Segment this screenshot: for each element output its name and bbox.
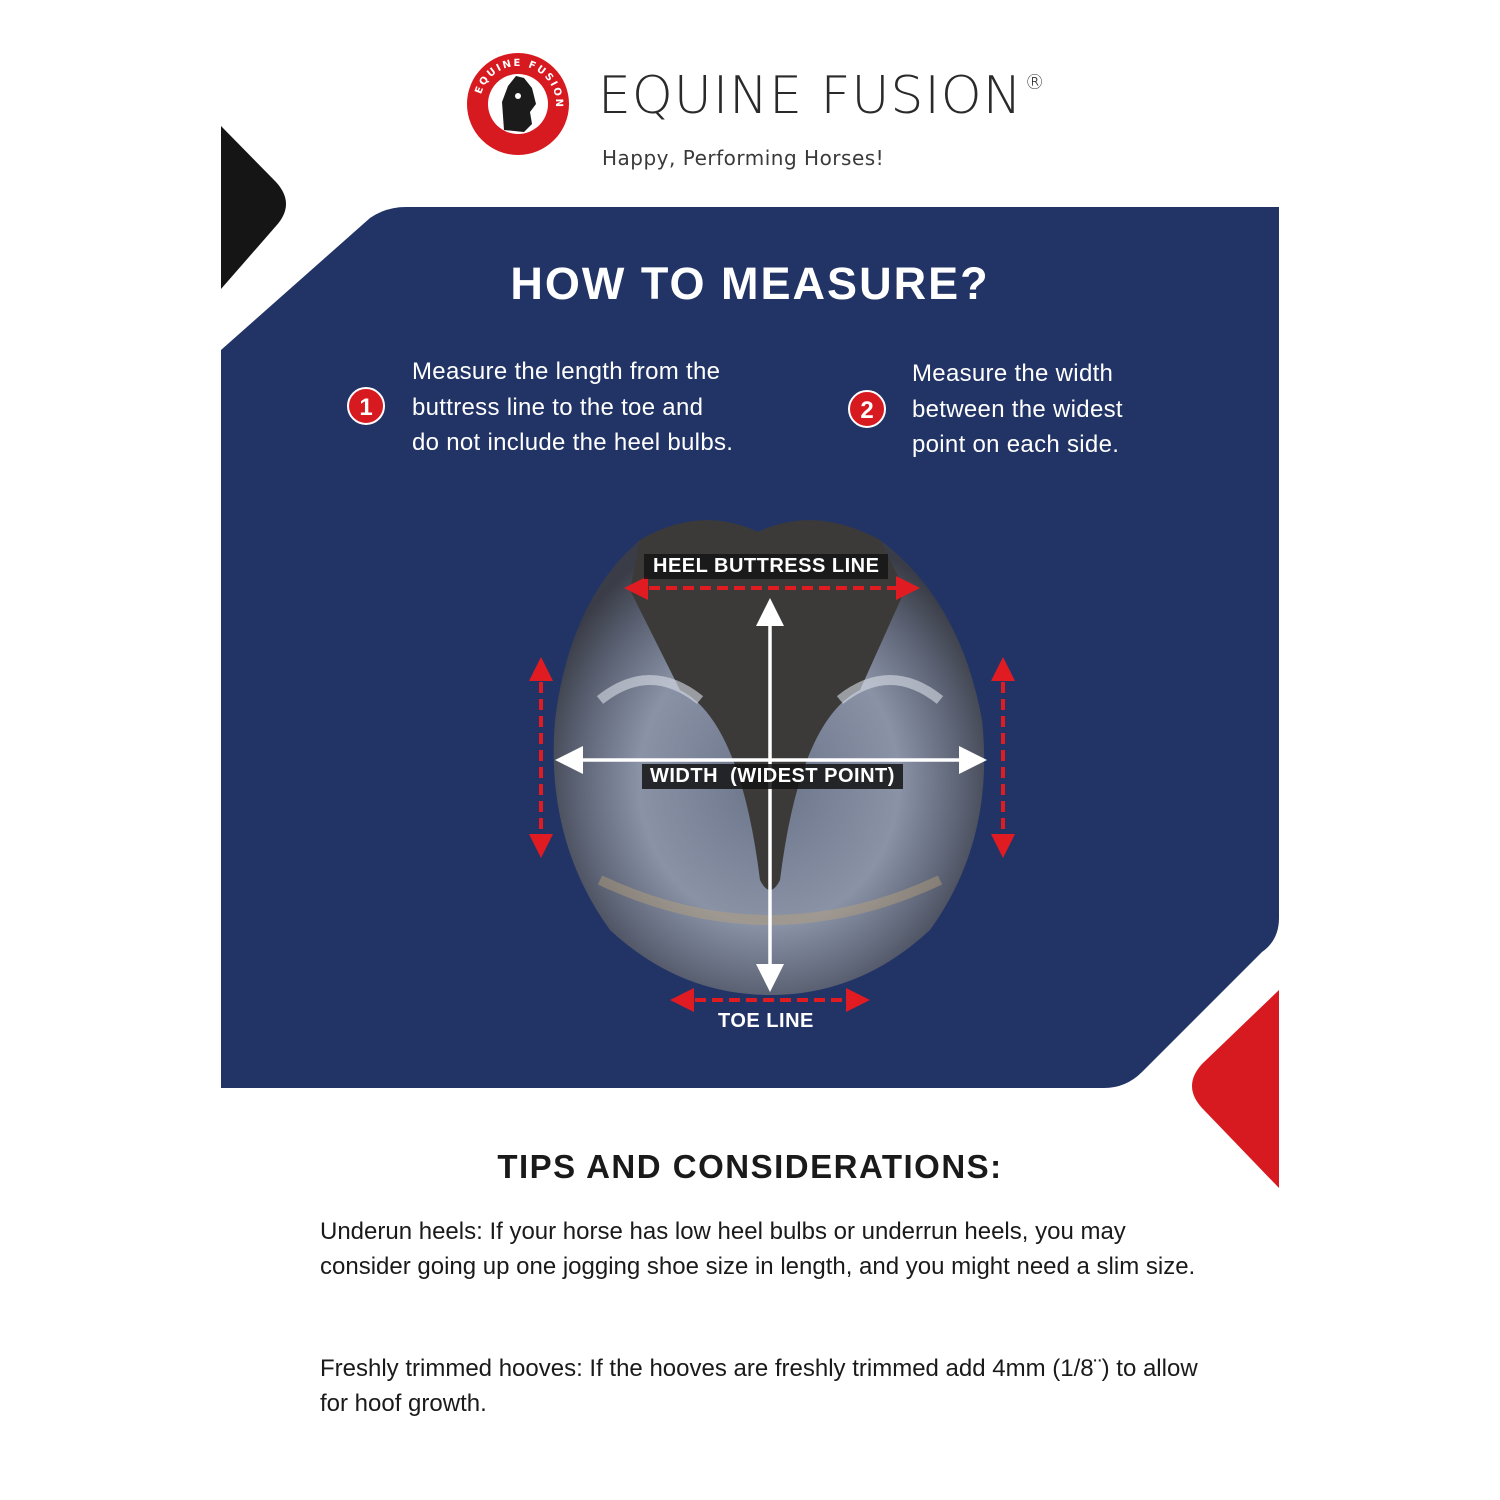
step-1-badge: 1 (347, 387, 385, 425)
step-2-text: Measure the width between the widest poi… (912, 360, 1123, 458)
heel-buttress-label: HEEL BUTTRESS LINE (644, 554, 889, 579)
step-1-text: Measure the length from the buttress lin… (412, 358, 734, 456)
width-label: WIDTH (WIDEST POINT) (642, 764, 903, 789)
tagline: Happy, Performing Horses! (602, 146, 885, 170)
equine-fusion-logo-icon: EQUINE FUSION (467, 53, 569, 155)
tip-freshly-trimmed: Freshly trimmed hooves: If the hooves ar… (320, 1355, 1198, 1417)
brand-name-text: EQUINE FUSION (598, 66, 1023, 126)
toe-line-label: TOE LINE (718, 1010, 814, 1032)
measure-title: HOW TO MEASURE? (510, 258, 990, 309)
tips-title: TIPS AND CONSIDERATIONS: (497, 1148, 1003, 1185)
tip-underrun-heels: Underun heels: If your horse has low hee… (320, 1218, 1196, 1280)
registered-mark: ® (1024, 70, 1046, 94)
brand-name: EQUINE FUSION® (598, 70, 1046, 122)
step-2-badge: 2 (848, 390, 886, 428)
